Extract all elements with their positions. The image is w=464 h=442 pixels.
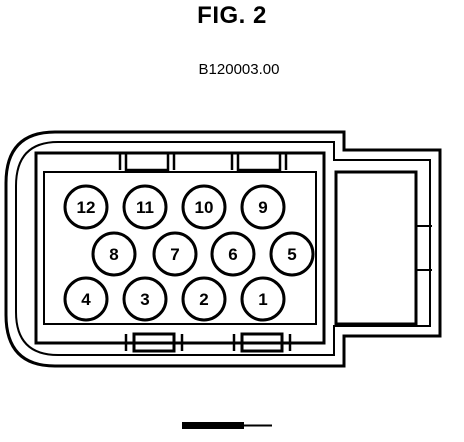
pin-12: 12 <box>63 184 109 230</box>
pin-11: 11 <box>122 184 168 230</box>
pin-number: 12 <box>77 198 96 217</box>
pin-9: 9 <box>240 184 286 230</box>
scale-bar <box>182 422 272 429</box>
pin-circle <box>210 231 256 277</box>
pin-4: 4 <box>63 276 109 322</box>
pin-cavity-inner <box>43 171 317 325</box>
pin-8: 8 <box>91 231 137 277</box>
pin-cavity-block <box>34 151 326 345</box>
pin-number: 11 <box>136 198 154 217</box>
pin-number: 3 <box>140 290 149 309</box>
pin-number: 2 <box>199 290 208 309</box>
pin-2: 2 <box>181 276 227 322</box>
locking-latch <box>334 170 418 326</box>
pin-1: 1 <box>240 276 286 322</box>
bottom-key-left <box>124 332 184 353</box>
pin-10: 10 <box>181 184 227 230</box>
pin-number: 10 <box>195 198 214 217</box>
pin-number: 6 <box>228 245 237 264</box>
connector-housing-outline <box>4 130 442 368</box>
pin-circle <box>269 231 315 277</box>
pin-group: 12 11 10 9 8 7 6 5 4 3 2 1 <box>63 184 315 322</box>
pin-circle <box>240 276 286 322</box>
figure-code: B120003.00 <box>198 61 280 78</box>
pin-number: 4 <box>81 290 91 309</box>
figure-title: FIG. 2 <box>197 2 267 29</box>
bottom-key-right <box>232 332 292 353</box>
pin-circle <box>181 276 227 322</box>
pin-6: 6 <box>210 231 256 277</box>
pin-5: 5 <box>269 231 315 277</box>
pin-circle <box>63 184 109 230</box>
connector-housing-inner-outline <box>15 141 431 356</box>
pin-number: 1 <box>258 290 267 309</box>
pin-number: 5 <box>287 245 296 264</box>
pin-circle <box>152 231 198 277</box>
pin-circle <box>91 231 137 277</box>
pin-circle <box>63 276 109 322</box>
pin-3: 3 <box>122 276 168 322</box>
pin-circle <box>181 184 227 230</box>
pin-number: 8 <box>109 245 118 264</box>
pin-7: 7 <box>152 231 198 277</box>
pin-circle <box>122 184 168 230</box>
top-key-right <box>230 151 288 172</box>
pin-number: 9 <box>258 198 267 217</box>
top-key-left <box>118 151 176 172</box>
pin-circle <box>240 184 286 230</box>
pin-circle <box>122 276 168 322</box>
pin-number: 7 <box>170 245 179 264</box>
